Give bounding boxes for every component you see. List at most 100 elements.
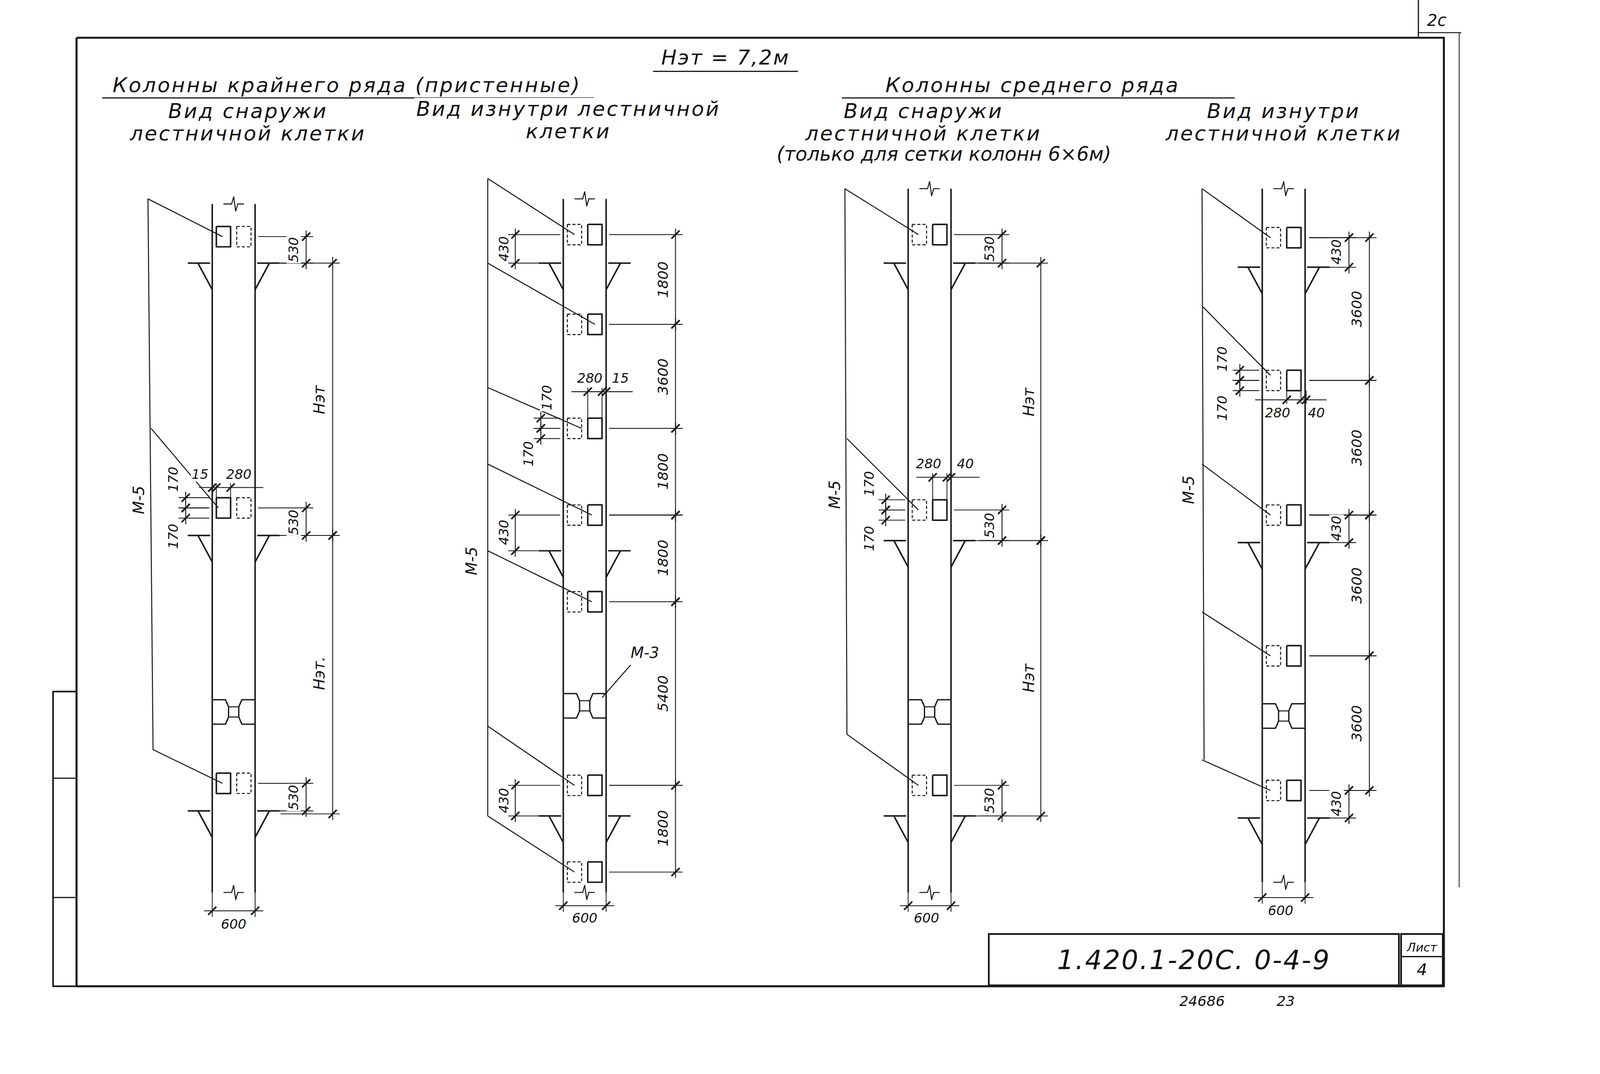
hidden-plate: [236, 226, 252, 247]
dimension-tick: [671, 511, 680, 520]
dimension-tick: [511, 812, 520, 821]
hidden-plate: [1266, 227, 1281, 248]
leader-line: [1202, 612, 1271, 656]
dimension-line: [1040, 257, 1042, 548]
dimension-tick: [511, 781, 520, 790]
dimension-value: 3600: [1349, 428, 1366, 468]
column-joint: [908, 699, 925, 725]
view-heading: Колонны крайнего ряда (пристенные): [111, 74, 582, 98]
dimension-tick: [511, 259, 520, 268]
dimension-line: [1369, 509, 1370, 663]
dimension-line: [1369, 374, 1370, 522]
dimension-tick: [181, 493, 191, 503]
dimension-value: 530: [286, 236, 302, 264]
extension-line: [1300, 390, 1302, 404]
dimension-value: 5400: [655, 674, 672, 714]
title-block-text: 1.420.1-20С. 0-4-9: [1057, 945, 1331, 975]
embedded-plate: [216, 226, 231, 247]
extension-line: [950, 888, 952, 912]
extension-line: [216, 483, 217, 498]
console: [255, 263, 270, 290]
extension-line: [609, 234, 683, 236]
column-joint: [924, 706, 935, 708]
drawing-frame: [76, 37, 1444, 987]
dimension-tick: [511, 511, 520, 520]
extension-line: [878, 519, 905, 521]
extension-line: [878, 509, 905, 511]
extension-line: [978, 540, 1049, 542]
console: [548, 816, 564, 843]
extension-line: [878, 509, 905, 511]
dimension-tick: [998, 230, 1007, 239]
extension-line: [1232, 390, 1259, 392]
extension-line: [907, 888, 909, 912]
corner-line: [1417, 0, 1420, 38]
dimension-value: 3600: [1349, 704, 1366, 743]
dimension-tick: [1235, 386, 1244, 396]
embedded-plate: [216, 773, 231, 794]
dimension-line: [1040, 534, 1042, 823]
extension-line: [1232, 380, 1259, 382]
extension-line: [946, 473, 948, 500]
column-edge: [562, 198, 564, 893]
sheet-edge: [1458, 32, 1460, 888]
dimension-tick: [1365, 652, 1374, 661]
leader-line: [1202, 760, 1271, 791]
dimension-tick: [671, 868, 680, 877]
column-drawing: [53, 0, 1462, 987]
column-joint: [238, 699, 256, 725]
console: [1247, 542, 1263, 570]
extension-line: [280, 813, 340, 815]
extension-line: [587, 387, 589, 419]
dimension-value: 170: [861, 525, 877, 553]
dimension-value: 530: [982, 235, 998, 263]
column-joint: [212, 699, 229, 725]
column-joint: [579, 700, 590, 702]
console: [605, 263, 621, 290]
leader-line: [487, 816, 575, 873]
dimension-value: 3600: [1349, 566, 1366, 606]
dimension-tick: [1036, 536, 1046, 545]
dimension-value: 3600: [1349, 290, 1366, 329]
dimension-line: [540, 422, 542, 445]
dimension-value: 280: [576, 371, 604, 386]
embedded-plate: [587, 862, 603, 883]
extension-line: [230, 483, 231, 498]
dimension-tick: [536, 434, 545, 444]
sheet-number-cell: Лист4: [1400, 933, 1445, 987]
console: [605, 816, 621, 843]
column-joint: [924, 716, 935, 718]
column-joint: [1262, 703, 1279, 729]
extension-line: [211, 888, 213, 918]
dimension-value: 1800: [655, 539, 672, 578]
embedded-plate: [932, 500, 948, 521]
dimension-value: 430: [496, 518, 512, 547]
dimension-value: 280: [915, 457, 943, 472]
extension-line: [178, 497, 210, 499]
hidden-plate: [1266, 645, 1281, 667]
view-heading: Вид изнутри лестничной клетки: [1135, 100, 1433, 145]
column-joint: [1278, 710, 1289, 712]
console: [198, 810, 213, 838]
column-joint: [563, 693, 580, 719]
dimension-value: 430: [496, 787, 512, 815]
dimension-tick: [1344, 814, 1354, 823]
dimension-tick: [181, 514, 191, 523]
leader-line: [1202, 188, 1205, 761]
extension-line: [878, 499, 905, 501]
extension-line: [978, 815, 1049, 817]
column-edge: [950, 188, 952, 893]
mark-callout: М-3: [629, 644, 660, 662]
embedded-plate: [587, 775, 603, 796]
extension-line: [609, 601, 683, 603]
sheet-number: 4: [1401, 961, 1443, 980]
floor-height-dimension: Нэт: [1019, 663, 1037, 695]
break-mark: [1273, 181, 1294, 197]
dimension-tick: [511, 547, 520, 556]
dimension-line: [674, 422, 676, 522]
dimension-line: [1369, 231, 1370, 387]
hidden-plate: [912, 775, 927, 796]
console: [951, 263, 966, 290]
extension-line: [609, 515, 683, 516]
